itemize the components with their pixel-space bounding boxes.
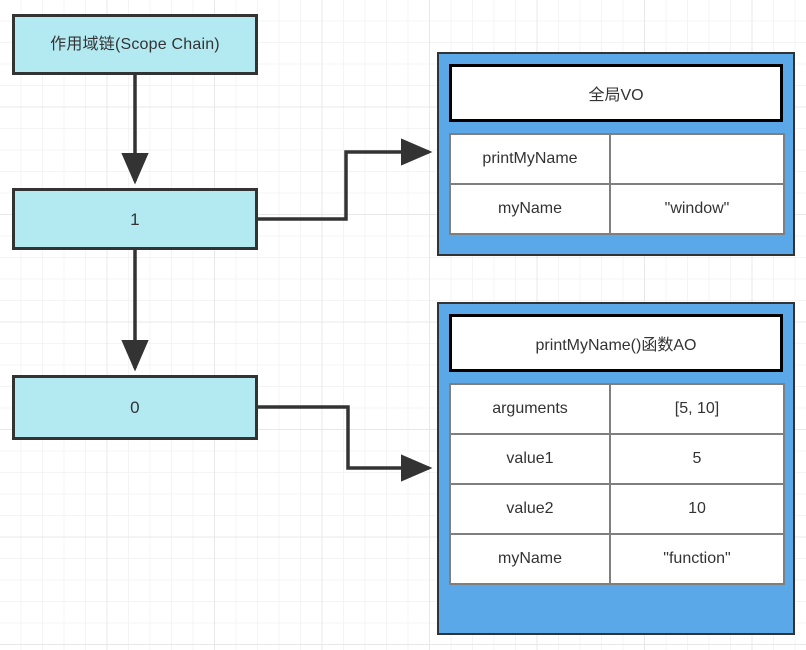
global-vo-header-label: 全局VO (588, 87, 644, 104)
function-ao-value-cell: "function" (609, 533, 785, 585)
global-vo-value-cell: "window" (609, 183, 785, 235)
function-ao-value-cell: 10 (609, 483, 785, 535)
global-vo-key-cell: printMyName (449, 133, 611, 185)
table-row: myName "function" (449, 533, 785, 585)
function-ao-key-cell: value2 (449, 483, 611, 535)
function-ao-key-cell: value1 (449, 433, 611, 485)
function-ao-value-cell: 5 (609, 433, 785, 485)
table-row: printMyName (449, 133, 785, 185)
global-vo-key-cell: myName (449, 183, 611, 235)
function-ao-value-cell: [5, 10] (609, 383, 785, 435)
scope-chain-level-0-box: 0 (12, 375, 258, 440)
scope-chain-title-label: 作用域链(Scope Chain) (50, 35, 220, 53)
table-row: myName "window" (449, 183, 785, 235)
function-ao-key-cell: arguments (449, 383, 611, 435)
function-ao-header-label: printMyName()函数AO (535, 337, 697, 354)
global-vo-table: printMyName myName "window" (449, 133, 785, 235)
scope-chain-level-0-label: 0 (130, 398, 140, 417)
function-ao-key-cell: myName (449, 533, 611, 585)
table-row: value1 5 (449, 433, 785, 485)
connector-level-0-to-function-ao (258, 405, 433, 482)
table-row: value2 10 (449, 483, 785, 535)
global-vo-header: 全局VO (449, 64, 783, 122)
function-ao-container: printMyName()函数AO arguments [5, 10] valu… (437, 302, 795, 635)
table-row: arguments [5, 10] (449, 383, 785, 435)
connector-level-1-to-global-vo (258, 138, 433, 221)
function-ao-header: printMyName()函数AO (449, 314, 783, 372)
scope-chain-level-1-label: 1 (130, 209, 140, 229)
function-ao-table: arguments [5, 10] value1 5 value2 10 myN… (449, 383, 785, 585)
scope-chain-level-1-box: 1 (12, 188, 258, 250)
global-vo-container: 全局VO printMyName myName "window" (437, 52, 795, 256)
scope-chain-title-box: 作用域链(Scope Chain) (12, 14, 258, 75)
global-vo-value-cell (609, 133, 785, 185)
